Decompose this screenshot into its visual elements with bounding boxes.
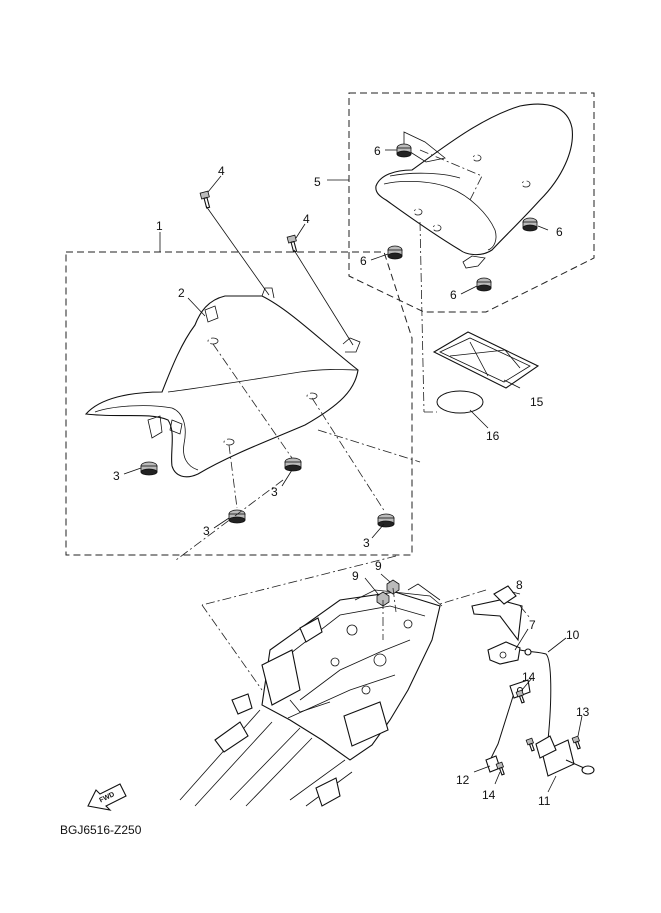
callout-9-a: 9 — [352, 569, 359, 583]
callout-6-a: 6 — [374, 144, 381, 158]
callout-2: 2 — [178, 286, 185, 300]
seat-lock-assembly — [471, 585, 595, 777]
callout-6-b: 6 — [360, 254, 367, 268]
callout-3-b: 3 — [271, 485, 278, 499]
rear-frame — [179, 583, 443, 807]
pillion-seat — [375, 103, 573, 269]
callout-4-a: 4 — [218, 164, 225, 178]
callout-14-b: 14 — [482, 788, 496, 802]
diagram-code: BGJ6516-Z250 — [60, 823, 142, 837]
callout-12: 12 — [456, 773, 470, 787]
callout-10: 10 — [566, 628, 580, 642]
callout-3-c: 3 — [203, 524, 210, 538]
callout-3-d: 3 — [363, 536, 370, 550]
callout-6-d: 6 — [450, 288, 457, 302]
reference-lines — [175, 205, 531, 691]
group-5-boundary — [348, 92, 595, 313]
fwd-arrow-icon: FWD — [87, 783, 127, 811]
callout-8: 8 — [516, 578, 523, 592]
callout-6-c: 6 — [556, 225, 563, 239]
o-ring — [436, 390, 484, 414]
callout-5: 5 — [314, 175, 321, 189]
callout-15: 15 — [530, 395, 544, 409]
callout-4-b: 4 — [303, 212, 310, 226]
seat-bolts — [199, 190, 298, 253]
rider-seat — [84, 287, 361, 478]
callout-16: 16 — [486, 429, 500, 443]
group-1-boundary — [65, 251, 413, 556]
damper-rubbers — [140, 143, 538, 528]
leader-lines — [123, 149, 583, 793]
frame-nuts — [376, 579, 400, 607]
callout-11: 11 — [538, 794, 551, 808]
callout-9-b: 9 — [375, 559, 382, 573]
callout-13: 13 — [576, 705, 590, 719]
callout-14-a: 14 — [522, 670, 536, 684]
document-bag — [432, 331, 540, 389]
callout-numbers: 1 2 3 3 3 3 4 4 5 6 6 6 6 7 8 9 9 10 11 … — [113, 144, 590, 808]
callout-7: 7 — [529, 618, 536, 632]
callout-3-a: 3 — [113, 469, 120, 483]
callout-1: 1 — [156, 219, 163, 233]
